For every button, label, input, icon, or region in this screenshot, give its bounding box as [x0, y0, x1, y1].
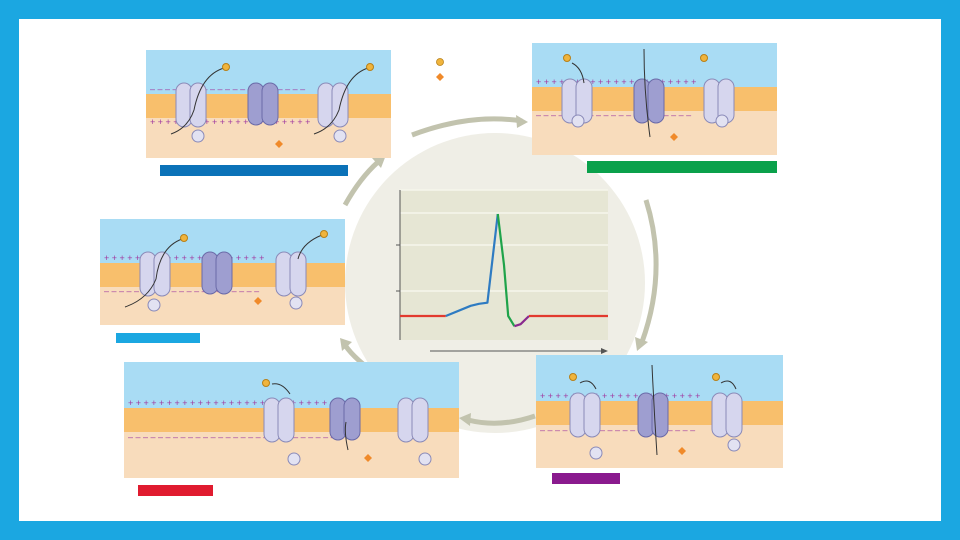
charge-row: – – – – – – – – – – – – – – – – – – – – … — [128, 432, 343, 442]
panel-undershoot: + + + + + + + + + + + + + + + + + + + + … — [536, 355, 783, 468]
membrane-diagram: + + + + + + + + + + + + + + + + + + + + … — [532, 43, 777, 155]
sodium-ion-icon — [563, 54, 571, 62]
stage-bar-falling-phase — [587, 161, 777, 173]
potassium-channel — [633, 78, 665, 124]
sodium-ion-icon — [222, 63, 230, 71]
potassium-channel — [201, 251, 233, 295]
sodium-ion-icon — [569, 373, 577, 381]
ion-flow-arrow — [313, 67, 369, 135]
curve-segment-3 — [514, 315, 530, 328]
potassium-channel — [329, 397, 361, 441]
sodium-channel — [397, 397, 432, 466]
potassium-ion-icon — [254, 297, 262, 305]
ion-flow-arrow — [579, 380, 597, 390]
charge-row: – – – – – – – – – – – – – – – – – – – – … — [540, 425, 695, 435]
sodium-channel — [139, 251, 171, 312]
panel-resting-state: + + + + + + + + + + + + + + + + + + + + … — [124, 362, 459, 478]
sodium-channel — [175, 82, 207, 143]
sodium-channel — [711, 392, 743, 452]
arrow-left-lower-head — [340, 338, 352, 351]
stage-bar-depolarization — [116, 333, 200, 343]
membrane-diagram: + + + + + + + + + + + + + + + + + + + + … — [100, 219, 345, 325]
arrow-left-upper-head — [372, 155, 386, 168]
ion-flow-arrow — [720, 380, 737, 390]
curve-segment-2 — [496, 213, 516, 327]
stage-bar-undershoot — [552, 473, 620, 484]
charge-row: + + + + + + + + + + + + + + + + + + + + … — [536, 77, 696, 87]
panel-depolarization: + + + + + + + + + + + + + + + + + + + + … — [100, 219, 345, 325]
sodium-ion-icon — [320, 230, 328, 238]
charge-row: + + + + + + + + + + + + + + + + + + + + … — [104, 253, 264, 263]
potassium-channel — [247, 82, 279, 126]
potassium-ion-icon — [275, 140, 283, 148]
sodium-channel — [263, 397, 301, 466]
ion-flow-arrow — [571, 62, 585, 84]
potassium-ion-icon — [670, 133, 678, 141]
charge-row: – – – – – – – – – – – – – – – – – – – – … — [104, 286, 259, 296]
stage-bar-rising-phase — [160, 165, 348, 176]
membrane-diagram: + + + + + + + + + + + + + + + + + + + + … — [124, 362, 459, 478]
arrow-bottom-head — [459, 413, 471, 426]
membrane-diagram: + + + + + + + + + + + + + + + + + + + + … — [536, 355, 783, 468]
action-potential-graph — [396, 189, 608, 354]
sodium-ion-icon — [262, 379, 270, 387]
ion-legend — [436, 58, 444, 81]
panel-rising-phase: – – – – – – – – – – – – – – – – – – – – … — [146, 50, 391, 158]
sodium-ion-icon — [366, 63, 374, 71]
ion-flow-arrow — [297, 234, 323, 260]
sodium-ion-icon — [712, 373, 720, 381]
ion-flow-arrow — [271, 383, 291, 395]
sodium-channel — [561, 78, 593, 128]
potassium-channel — [637, 392, 669, 438]
arrow-left-upper — [342, 160, 380, 207]
ion-flow-arrow — [124, 238, 183, 308]
charge-row: + + + + + + + + + + + + + + + + + + + + … — [128, 398, 350, 408]
sodium-channel — [569, 392, 603, 460]
x-axis-arrow-head — [601, 348, 608, 354]
panel-falling-phase: + + + + + + + + + + + + + + + + + + + + … — [532, 43, 777, 155]
ion-flow-arrow — [344, 421, 349, 451]
curve-segment-1 — [445, 213, 499, 318]
potassium-ion-icon — [436, 73, 444, 81]
stage-bar-resting-state — [138, 485, 213, 496]
ion-flow-arrow — [651, 364, 658, 456]
potassium-ion-icon — [678, 447, 686, 455]
ion-flow-arrow — [643, 48, 651, 138]
charge-row: + + + + + + + + + + + + + + + + + + + + … — [540, 391, 700, 401]
membrane-diagram: – – – – – – – – – – – – – – – – – – – – … — [146, 50, 391, 158]
charge-row: – – – – – – – – – – – – – – – – – – – – … — [150, 84, 305, 94]
sodium-ion-icon — [436, 58, 444, 66]
sodium-channel — [703, 78, 735, 128]
arrow-top-head — [516, 115, 528, 128]
arrow-right-head — [635, 337, 648, 351]
ion-flow-arrow — [170, 67, 225, 135]
arrow-top — [411, 116, 523, 138]
sodium-channel — [275, 251, 307, 310]
charge-row: + + + + + + + + + + + + + + + + + + + + … — [150, 117, 310, 127]
potential-curve — [400, 213, 608, 328]
sodium-ion-icon — [700, 54, 708, 62]
sodium-ion-icon — [180, 234, 188, 242]
arrow-right — [639, 199, 659, 343]
charge-row: – – – – – – – – – – – – – – – – – – – – … — [536, 110, 691, 120]
arrow-bottom — [467, 413, 536, 426]
potassium-ion-icon — [364, 454, 372, 462]
